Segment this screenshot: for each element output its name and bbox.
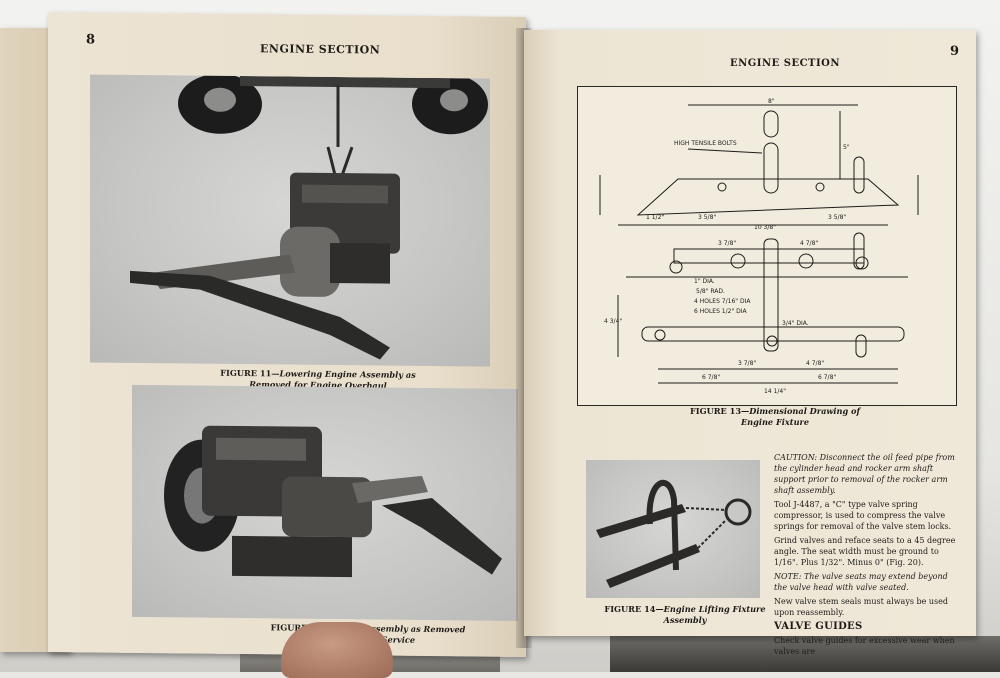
section-title-valve-guides: VALVE GUIDES	[774, 621, 863, 632]
thumb	[281, 622, 393, 678]
paragraph-grind-valves: Grind valves and reface seats to a 45 de…	[774, 536, 956, 567]
figure-13-caption-line2: Engine Fixture	[740, 416, 810, 427]
metal-ruler	[610, 636, 1000, 672]
label-14-1-4: 14 1/4"	[764, 388, 786, 395]
figure-14-caption-text: —Engine Lifting Fixture	[655, 604, 766, 614]
figure-13-caption-text: —Dimensional Drawing of	[741, 406, 861, 416]
label-6-7-8b: 6 7/8"	[818, 374, 836, 381]
label-1-1-2: 1 1/2"	[646, 214, 664, 221]
paragraph-valve-seals: New valve stem seals must always be used…	[774, 597, 948, 617]
figure-13-drawing: HIGH TENSILE BOLTS 8" 5" 1 1/2" 3 5/8" 1…	[577, 86, 957, 406]
label-bolts: HIGH TENSILE BOLTS	[674, 140, 737, 147]
figure-13-label: FIGURE 13	[689, 406, 742, 416]
figure-14-photo	[586, 460, 760, 598]
figure-14-label: FIGURE 14	[604, 604, 656, 614]
label-6-7-8: 6 7/8"	[702, 374, 720, 381]
label-4-7-8: 4 7/8"	[800, 240, 818, 247]
engine-fixture-blueprint: HIGH TENSILE BOLTS 8" 5" 1 1/2" 3 5/8" 1…	[599, 98, 919, 395]
label-3-7-8: 3 7/8"	[718, 240, 736, 247]
paragraph-check-guides: Check valve guides for excessive wear wh…	[774, 636, 955, 656]
label-4-7-8b: 4 7/8"	[806, 360, 824, 367]
label-6-holes: 6 HOLES 1/2" DIA	[694, 308, 748, 315]
figure-11-caption-text: —Lowering Engine Assembly as	[271, 368, 416, 380]
label-3-4-dia: 3/4" DIA.	[782, 320, 809, 327]
figure-14-caption-line2: Assembly	[663, 614, 707, 625]
page-header-right: ENGINE SECTION	[730, 58, 840, 69]
label-1in-dia: 1" DIA.	[694, 278, 715, 285]
label-rad: 5/8" RAD.	[696, 288, 725, 295]
figure-11-label: FIGURE 11	[220, 367, 272, 379]
label-3-7-8b: 3 7/8"	[738, 360, 756, 367]
engine-assembly-illustration	[164, 425, 502, 578]
label-4-3-4: 4 3/4"	[604, 318, 622, 325]
paragraph-note: NOTE: The valve seats may extend beyond …	[774, 572, 948, 592]
figure-12-photo	[132, 384, 518, 621]
left-page: 8 ENGINE SECTION FIGURE 11—Lowering Engi…	[48, 12, 526, 658]
label-4-holes: 4 HOLES 7/16" DIA	[694, 298, 751, 305]
engine-lowering-illustration	[130, 74, 488, 360]
figure-14-caption: FIGURE 14—Engine Lifting Fixture Assembl…	[600, 604, 770, 625]
valve-text-column: CAUTION: Disconnect the oil feed pipe fr…	[774, 452, 956, 660]
label-10-3-8: 10 3/8"	[754, 224, 776, 231]
page-number-left: 8	[86, 32, 96, 48]
label-8in: 8"	[768, 98, 775, 105]
paragraph-valve-compressor: Tool J-4487, a "C" type valve spring com…	[774, 500, 952, 531]
page-number-right: 9	[950, 44, 960, 59]
figure-13-caption: FIGURE 13—Dimensional Drawing of Engine …	[680, 406, 870, 427]
label-5in: 5"	[843, 144, 850, 151]
label-3-5-8: 3 5/8"	[698, 214, 716, 221]
caution-label: CAUTION:	[774, 453, 818, 462]
caution-text: Disconnect the oil feed pipe from the cy…	[774, 453, 955, 495]
label-3-5-8b: 3 5/8"	[828, 214, 846, 221]
page-header-left: ENGINE SECTION	[260, 42, 381, 57]
figure-11-photo	[90, 74, 490, 367]
lifting-fixture-illustration	[596, 479, 752, 588]
